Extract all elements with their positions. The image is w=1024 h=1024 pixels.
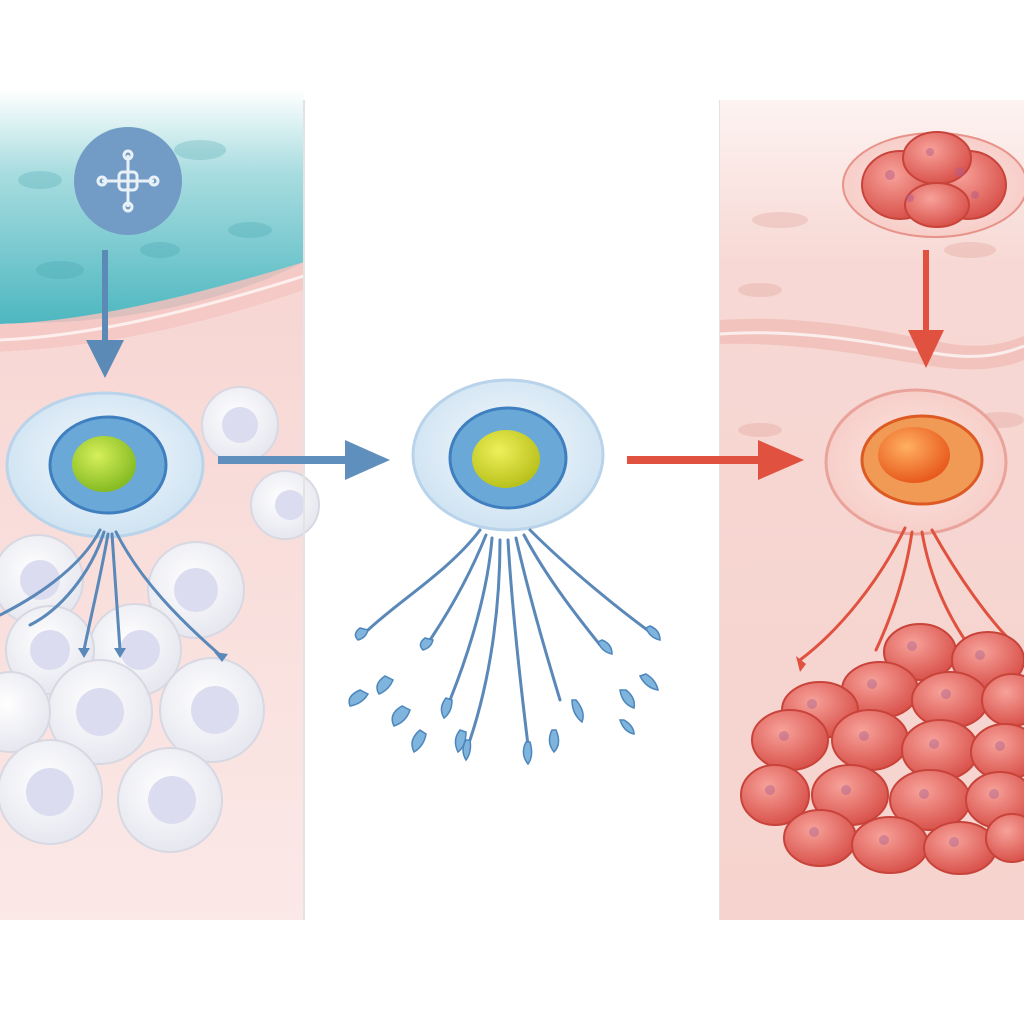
nucleus-orange bbox=[878, 427, 950, 483]
nucleus-yellow bbox=[472, 430, 540, 488]
right-activated-cell bbox=[824, 388, 1008, 536]
left-panel bbox=[0, 0, 320, 1024]
center-panel bbox=[218, 378, 661, 766]
center-signaling-fibers bbox=[366, 528, 652, 747]
right-signaling-fibers bbox=[798, 526, 1012, 662]
right-panel bbox=[627, 100, 1024, 920]
receptor-icon bbox=[74, 127, 182, 235]
nucleus-green bbox=[72, 436, 136, 492]
transition-arrow-red bbox=[627, 440, 804, 480]
signal-droplets bbox=[348, 625, 661, 766]
transition-arrow-blue bbox=[218, 440, 390, 480]
tumor-cell-mass bbox=[740, 623, 1024, 875]
left-stem-cell bbox=[5, 391, 205, 539]
tumor-cluster-icon bbox=[842, 131, 1024, 238]
center-stem-cell bbox=[411, 378, 605, 532]
tumor-cell-spots bbox=[765, 641, 1005, 847]
signal-arrow-down-right bbox=[908, 250, 944, 368]
signal-arrow-down-left bbox=[86, 250, 124, 378]
left-signaling-fibers bbox=[0, 528, 222, 657]
